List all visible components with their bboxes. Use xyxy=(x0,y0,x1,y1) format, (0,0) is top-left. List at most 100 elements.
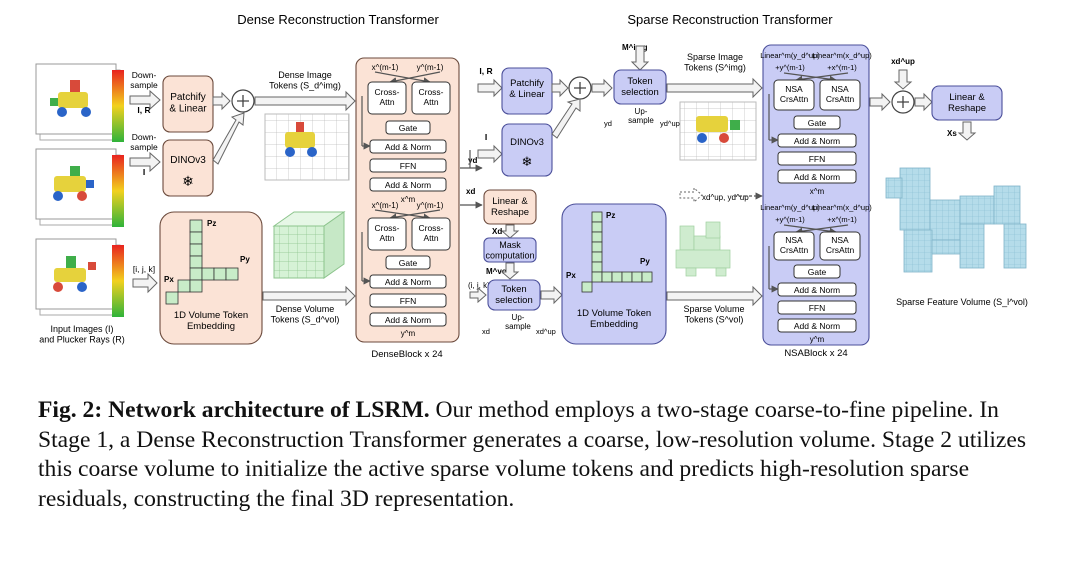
nsa-crsattn-2a xyxy=(773,231,815,261)
dense-addnorm-2b xyxy=(369,312,447,327)
mid-linear-reshape-label: Linear &Reshape xyxy=(491,196,529,218)
dense-y-top-2: y^(m-1) xyxy=(417,201,444,210)
downsample-label-1: Down-sample xyxy=(130,70,158,90)
nsa-gate-1 xyxy=(793,115,841,130)
input-image-stack-1 xyxy=(35,63,124,142)
nsa-plus-y-2: +y^(m-1) xyxy=(775,215,805,224)
nsa-block: Linear^m(y_d^up) Linear^m(x_d^up) +y^(m-… xyxy=(760,44,872,346)
input-image-stack-2 xyxy=(35,148,124,227)
caption-lead: Fig. 2: Network architecture of LSRM. xyxy=(38,397,430,423)
nsa-ffn-2-label: FFN xyxy=(809,303,826,313)
nsa-gate-2 xyxy=(793,264,841,279)
mid-linear-reshape-block: Linear &Reshape xyxy=(483,189,537,225)
dense-cross-attn-1b-label: Cross-Attn xyxy=(418,87,443,107)
vol-upsample-label: Up-sample xyxy=(505,313,531,331)
dense-ffn-1 xyxy=(369,158,447,173)
nsa-addnorm-1a-label: Add & Norm xyxy=(794,136,840,146)
mid-i-arrow xyxy=(477,144,503,164)
plus-to-linreshape-arrow xyxy=(914,92,933,112)
downsample-i-label: I xyxy=(143,167,145,177)
Xd-label: Xd xyxy=(492,227,502,236)
right-xd-up-arrow xyxy=(893,69,913,90)
dense-cross-attn-2a-label: Cross-Attn xyxy=(374,223,399,243)
nsa-addnorm-2b-label: Add & Norm xyxy=(794,321,840,331)
dense-cross-attn-2b xyxy=(411,217,451,251)
dense-cross-attn-2b-label: Cross-Attn xyxy=(418,223,443,243)
nsa-plus-x-1: +x^(m-1) xyxy=(827,63,857,72)
snowflake-icon: ❄ xyxy=(522,154,533,169)
mid-dinov3-block: DINOv3 ❄ xyxy=(501,123,553,177)
mid-dinov3-label: DINOv3 xyxy=(510,137,544,148)
dense-addnorm-2a-label: Add & Norm xyxy=(385,277,431,287)
dense-block-count-label: DenseBlock x 24 xyxy=(371,349,442,360)
right-linear-reshape-label: Linear &Reshape xyxy=(948,92,986,114)
nsa-addnorm-2b xyxy=(777,318,857,333)
dense-cross-attn-1b xyxy=(411,81,451,115)
dense-gate-1-label: Gate xyxy=(399,123,418,133)
mid-ir-label: I, R xyxy=(479,66,492,76)
patchify-linear-block: Patchify& Linear xyxy=(162,75,214,133)
dense-gate-2 xyxy=(385,255,431,270)
right-xd-up-label: xd^up xyxy=(891,57,915,66)
snowflake-icon: ❄ xyxy=(182,173,194,189)
sparse-px-label: Px xyxy=(566,271,576,280)
dinov3-label: DINOv3 xyxy=(170,155,206,166)
toy-robot-image xyxy=(53,256,96,292)
voxel-axes-icon xyxy=(165,219,239,305)
caption-body: Our method employs a two-stage coarse-to… xyxy=(38,397,1027,512)
toy-robot-image xyxy=(50,80,91,117)
mid-ijk-label: (i, j, k) xyxy=(468,281,490,290)
sparse-pz-label: Pz xyxy=(606,211,615,220)
nsa-addnorm-1b xyxy=(777,169,857,184)
sparse-voxel-shape xyxy=(675,221,731,277)
nsa-addnorm-1b-label: Add & Norm xyxy=(794,172,840,182)
nsa-ffn-2 xyxy=(777,300,857,315)
ijk-label: [i, j, k] xyxy=(133,264,155,274)
dense-block: x^(m-1) y^(m-1) Cross-Attn Cross-Attn Ga… xyxy=(355,57,460,343)
mid-i-label: I xyxy=(485,132,487,142)
nsa-x-mid: x^m xyxy=(810,187,825,196)
architecture-diagram: Dense Reconstruction Transformer Sparse … xyxy=(35,12,1028,360)
dense-addnorm-1b-label: Add & Norm xyxy=(385,180,431,190)
figure-caption: Fig. 2: Network architecture of LSRM. Ou… xyxy=(38,396,1048,514)
downsample-ir-label: I, R xyxy=(137,105,150,115)
sparse-py-label: Py xyxy=(640,257,650,266)
mask-to-tokensel-arrow xyxy=(500,262,520,280)
voxel-axes-icon xyxy=(581,211,653,293)
nsa-addnorm-2a-label: Add & Norm xyxy=(794,285,840,295)
dense-cross-attn-1a xyxy=(367,81,407,115)
nsa-linear-y-2: Linear^m(y_d^up) xyxy=(760,203,820,212)
mimg-arrow xyxy=(630,45,650,71)
dense-gate-2-label: Gate xyxy=(399,258,418,268)
sparse-transformer-heading: Sparse Reconstruction Transformer xyxy=(627,12,833,27)
nsa-gate-1-label: Gate xyxy=(808,118,827,128)
dense-addnorm-2b-label: Add & Norm xyxy=(385,315,431,325)
linreshape-down-arrow xyxy=(957,121,977,141)
add-circle-1 xyxy=(231,89,255,113)
patchify-to-plus-arrow xyxy=(212,91,231,111)
dinov3-block: DINOv3 ❄ xyxy=(162,139,214,197)
dense-image-token-grid xyxy=(264,113,350,181)
sparse-feature-volume-label: Sparse Feature Volume (S_l^vol) xyxy=(896,297,1028,307)
dense-cross-attn-1a-label: Cross-Attn xyxy=(374,87,399,107)
dense-pz-label: Pz xyxy=(207,219,216,228)
dense-y-out: y^m xyxy=(401,329,416,338)
mimg-label: M^img xyxy=(622,43,648,52)
dense-x-top-2: x^(m-1) xyxy=(372,201,399,210)
add-circle-3 xyxy=(891,90,915,114)
img-yd-up: yd^up xyxy=(660,119,680,128)
xd-label: xd xyxy=(466,187,475,196)
volume-to-dense-block-arrow xyxy=(262,285,356,307)
nsa-linear-x-2: Linear^m(x_d^up) xyxy=(812,203,872,212)
